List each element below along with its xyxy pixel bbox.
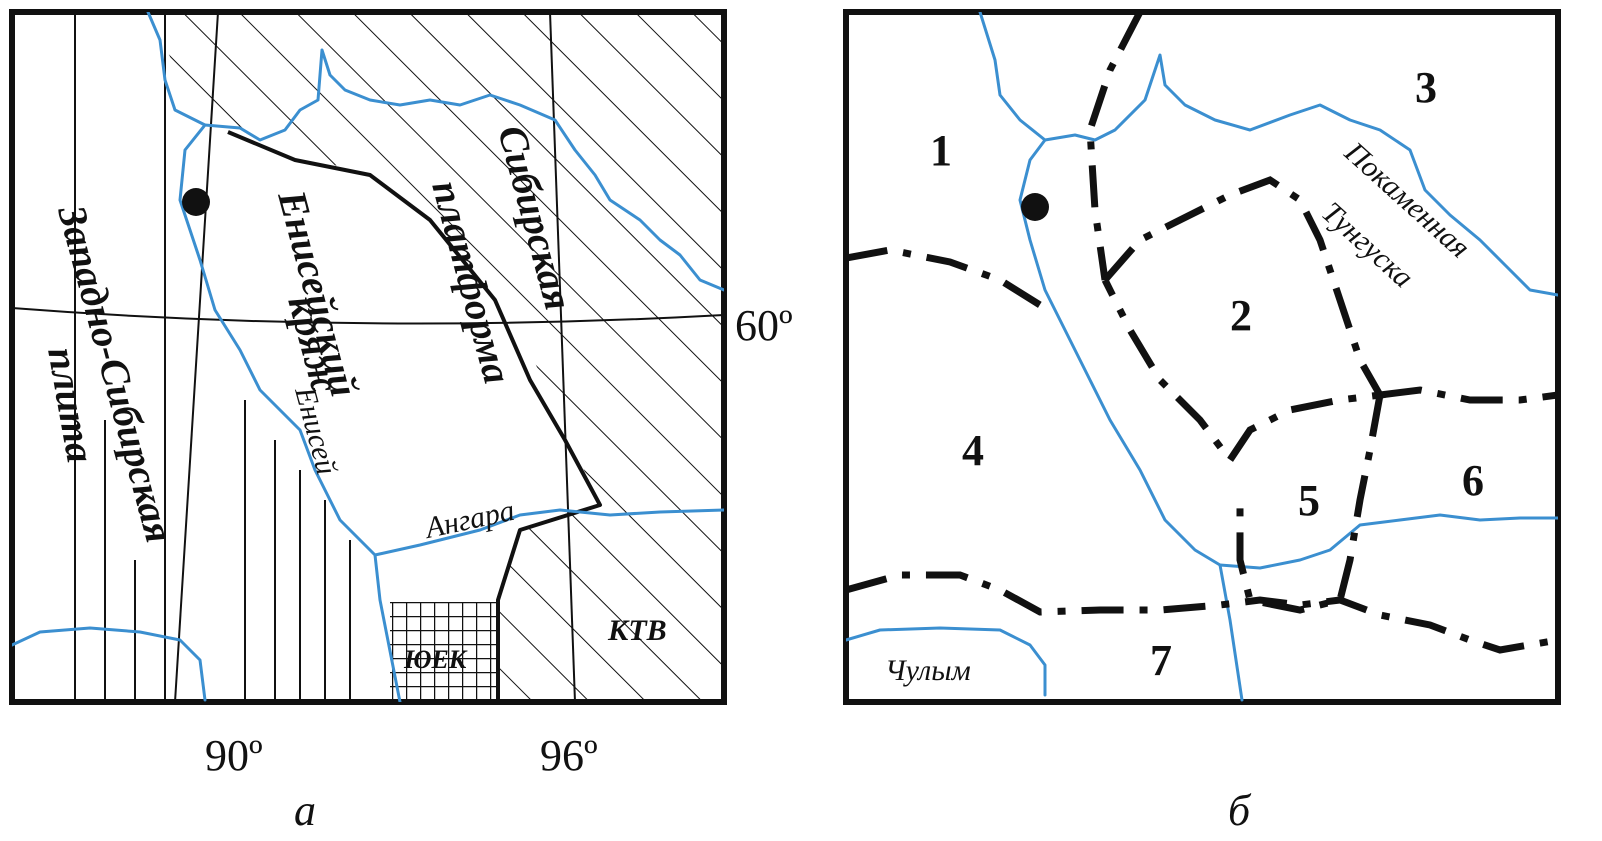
yuek-grid — [390, 602, 498, 702]
river-angara-a — [373, 508, 724, 557]
siberian-platform-hatch — [150, 12, 724, 702]
zone-5: 5 — [1298, 476, 1320, 525]
yenisei-ridge-boundary — [227, 130, 602, 702]
label-meridian-90: 90º — [205, 731, 263, 780]
zone-boundary-east — [1379, 386, 1558, 404]
label-parallel-60: 60º — [735, 301, 793, 350]
river-chulym-a — [12, 626, 207, 702]
caption-b: б — [1228, 786, 1252, 835]
river-upper-b — [1043, 53, 1558, 297]
zone-6: 6 — [1462, 456, 1484, 505]
zone-2: 2 — [1230, 291, 1252, 340]
zone-7: 7 — [1150, 636, 1172, 685]
meridian-96 — [549, 12, 576, 702]
zone-boundary-west — [846, 246, 1042, 308]
zone-boundary-zone2 — [1101, 176, 1386, 467]
label-meridian-96: 96º — [540, 731, 598, 780]
river-chulym-b — [846, 626, 1047, 697]
west-siberian-lines — [74, 12, 351, 702]
label-ktv: КТВ — [607, 614, 667, 647]
river-upper-a — [203, 48, 724, 292]
zone-4: 4 — [962, 426, 984, 475]
zone-1: 1 — [930, 126, 952, 175]
river-yenisei-a — [146, 12, 402, 702]
zone-3: 3 — [1415, 63, 1437, 112]
parallel-60 — [12, 307, 724, 325]
river-yenisei-b — [978, 12, 1244, 702]
label-yuek: ЮЕК — [403, 645, 468, 674]
label-chulym: Чулым — [885, 654, 971, 687]
river-angara-b — [1218, 513, 1558, 570]
panel-b: 1 2 3 4 5 6 7 Покаменная Тунгуска Чулым … — [843, 9, 1561, 835]
zone-boundary-zone5 — [1236, 394, 1384, 614]
city-marker-a — [182, 188, 210, 216]
city-marker-b — [1021, 193, 1049, 221]
caption-a: а — [294, 786, 316, 835]
panel-a: Западно-Сибирская плита Енисейский кряж … — [9, 9, 793, 835]
panel-b-frame — [843, 9, 1561, 705]
